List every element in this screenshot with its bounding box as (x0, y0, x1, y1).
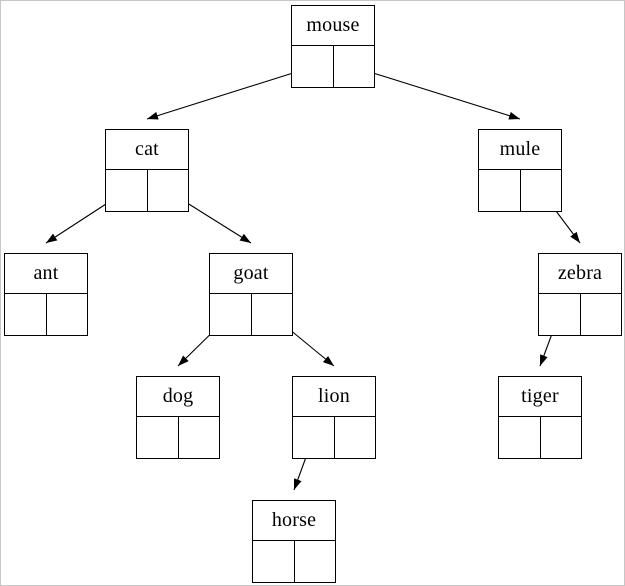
node-right-pointer-cell (148, 170, 189, 211)
tree-node-mouse: mouse (291, 5, 375, 88)
node-label: zebra (538, 253, 622, 294)
node-label: horse (252, 500, 336, 541)
node-pointer-cells (252, 541, 336, 583)
node-left-pointer-cell (5, 294, 47, 335)
node-left-pointer-cell (293, 417, 335, 458)
node-pointer-cells (291, 46, 375, 88)
node-left-pointer-cell (499, 417, 541, 458)
node-label: lion (292, 376, 376, 417)
node-left-pointer-cell (106, 170, 148, 211)
node-right-pointer-cell (295, 541, 336, 582)
node-right-pointer-cell (252, 294, 293, 335)
node-label: goat (209, 253, 293, 294)
node-label: mule (478, 129, 562, 170)
node-left-pointer-cell (253, 541, 295, 582)
node-pointer-cells (538, 294, 622, 336)
node-pointer-cells (292, 417, 376, 459)
tree-node-dog: dog (136, 376, 220, 459)
tree-node-lion: lion (292, 376, 376, 459)
tree-node-ant: ant (4, 253, 88, 336)
node-pointer-cells (478, 170, 562, 212)
tree-node-cat: cat (105, 129, 189, 212)
node-right-pointer-cell (581, 294, 622, 335)
node-label: mouse (291, 5, 375, 46)
node-pointer-cells (105, 170, 189, 212)
node-right-pointer-cell (541, 417, 582, 458)
node-right-pointer-cell (334, 46, 375, 87)
node-pointer-cells (209, 294, 293, 336)
node-pointer-cells (4, 294, 88, 336)
node-label: tiger (498, 376, 582, 417)
node-right-pointer-cell (335, 417, 376, 458)
node-left-pointer-cell (292, 46, 334, 87)
node-right-pointer-cell (521, 170, 562, 211)
node-left-pointer-cell (539, 294, 581, 335)
node-right-pointer-cell (47, 294, 88, 335)
edge-mouse-cat (146, 66, 313, 120)
node-label: dog (136, 376, 220, 417)
tree-node-zebra: zebra (538, 253, 622, 336)
tree-node-horse: horse (252, 500, 336, 583)
node-right-pointer-cell (179, 417, 220, 458)
node-label: cat (105, 129, 189, 170)
node-label: ant (4, 253, 88, 294)
edge-mouse-mule (353, 66, 521, 120)
tree-node-mule: mule (478, 129, 562, 212)
node-pointer-cells (498, 417, 582, 459)
node-left-pointer-cell (137, 417, 179, 458)
node-left-pointer-cell (479, 170, 521, 211)
tree-node-tiger: tiger (498, 376, 582, 459)
node-left-pointer-cell (210, 294, 252, 335)
node-pointer-cells (136, 417, 220, 459)
tree-node-goat: goat (209, 253, 293, 336)
